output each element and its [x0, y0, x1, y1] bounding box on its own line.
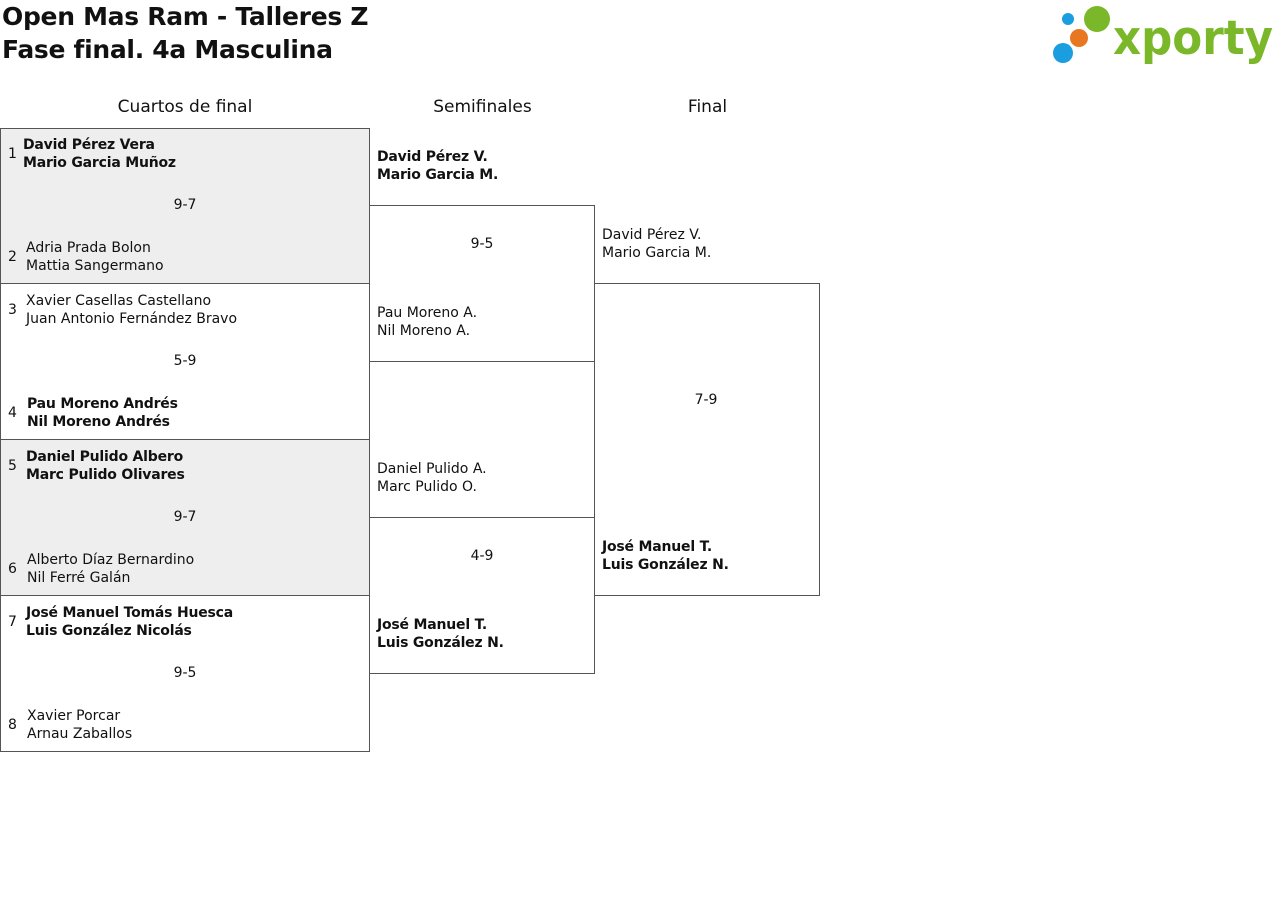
match-score: 9-7: [173, 509, 197, 525]
player-name: Mario Garcia M.: [377, 167, 499, 183]
team-pair: Daniel Pulido A. Marc Pulido O.: [377, 460, 487, 496]
player-name: Arnau Zaballos: [27, 726, 133, 742]
logo-text: xporty: [1113, 11, 1273, 66]
player-name: José Manuel T.: [377, 617, 487, 633]
phase-subtitle: Fase final. 4a Masculina: [2, 35, 333, 64]
player-name: Mattia Sangermano: [26, 258, 164, 274]
player-name: Xavier Porcar: [27, 708, 121, 724]
team-pair: Xavier Casellas Castellano Juan Antonio …: [26, 292, 237, 328]
seed-number: 2: [8, 249, 17, 265]
seed-number: 3: [8, 302, 17, 318]
player-name: Nil Moreno A.: [377, 323, 471, 339]
team-pair: Alberto Díaz Bernardino Nil Ferré Galán: [27, 551, 194, 587]
seed-number: 6: [8, 561, 17, 577]
team-pair: Pau Moreno Andrés Nil Moreno Andrés: [27, 395, 178, 431]
player-name: Alberto Díaz Bernardino: [27, 552, 195, 568]
player-name: Pau Moreno A.: [377, 305, 478, 321]
player-name: Luis González Nicolás: [26, 623, 192, 639]
header-quarterfinals: Cuartos de final: [117, 97, 253, 117]
match-score: 4-9: [470, 548, 494, 564]
match-score: 5-9: [173, 353, 197, 369]
match-score: 9-5: [470, 236, 494, 252]
player-name: Luis González N.: [602, 557, 729, 573]
tournament-title: Open Mas Ram - Talleres Z: [2, 2, 369, 31]
logo-dot-orange: [1070, 29, 1088, 47]
player-name: José Manuel T.: [602, 539, 712, 555]
quarterfinal-match-3: [0, 439, 370, 596]
match-score: 9-7: [173, 197, 197, 213]
seed-number: 8: [8, 717, 17, 733]
logo-dot-small-blue: [1062, 13, 1074, 25]
player-name: Marc Pulido O.: [377, 479, 477, 495]
player-name: Luis González N.: [377, 635, 504, 651]
team-pair: David Pérez V. Mario Garcia M.: [377, 148, 498, 184]
player-name: David Pérez Vera: [23, 137, 155, 153]
player-name: José Manuel Tomás Huesca: [26, 605, 234, 621]
quarterfinal-match-1: [0, 128, 370, 284]
team-pair: David Pérez Vera Mario Garcia Muñoz: [23, 136, 176, 172]
team-pair: Adria Prada Bolon Mattia Sangermano: [26, 239, 164, 275]
player-name: David Pérez V.: [602, 227, 702, 243]
xporty-logo: xporty: [1053, 6, 1273, 66]
player-name: Adria Prada Bolon: [26, 240, 151, 256]
player-name: Marc Pulido Olivares: [26, 467, 185, 483]
logo-dot-green: [1084, 6, 1110, 32]
team-pair: José Manuel Tomás Huesca Luis González N…: [26, 604, 233, 640]
player-name: Xavier Casellas Castellano: [26, 293, 212, 309]
team-pair: Xavier Porcar Arnau Zaballos: [27, 707, 132, 743]
player-name: Mario Garcia Muñoz: [23, 155, 176, 171]
seed-number: 5: [8, 458, 17, 474]
player-name: David Pérez V.: [377, 149, 488, 165]
team-pair: Pau Moreno A. Nil Moreno A.: [377, 304, 477, 340]
seed-number: 7: [8, 614, 17, 630]
logo-dot-blue: [1053, 43, 1073, 63]
match-score: 9-5: [173, 665, 197, 681]
player-name: Juan Antonio Fernández Bravo: [26, 311, 238, 327]
player-name: Mario Garcia M.: [602, 245, 712, 261]
player-name: Daniel Pulido Albero: [26, 449, 184, 465]
team-pair: José Manuel T. Luis González N.: [377, 616, 504, 652]
player-name: Nil Ferré Galán: [27, 570, 131, 586]
header-semifinals: Semifinales: [433, 97, 532, 117]
header-final: Final: [687, 97, 728, 117]
team-pair: José Manuel T. Luis González N.: [602, 538, 729, 574]
team-pair: Daniel Pulido Albero Marc Pulido Olivare…: [26, 448, 185, 484]
player-name: Pau Moreno Andrés: [27, 396, 178, 412]
seed-number: 1: [8, 146, 17, 162]
match-score: 7-9: [694, 392, 718, 408]
seed-number: 4: [8, 405, 17, 421]
player-name: Nil Moreno Andrés: [27, 414, 170, 430]
player-name: Daniel Pulido A.: [377, 461, 487, 477]
final-match: [594, 283, 820, 596]
team-pair: David Pérez V. Mario Garcia M.: [602, 226, 711, 262]
